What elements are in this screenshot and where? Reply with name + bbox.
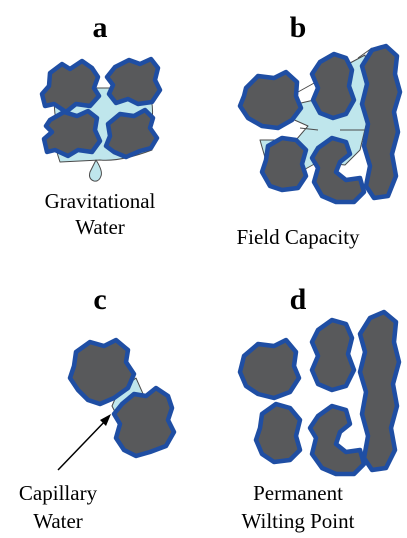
panel-a-grain-bottom-left — [41, 108, 103, 159]
panel-d-letter: d — [290, 283, 307, 316]
panel-d-grain-right-tall — [357, 309, 402, 473]
panel-b-grain-right-tall — [359, 43, 403, 201]
panel-b-grain-bottom-middle — [309, 135, 367, 205]
panel-a-water-droplet — [89, 159, 102, 182]
panel-b-pore-line-2 — [299, 127, 319, 131]
panel-a-grain-top-right — [104, 56, 163, 107]
panel-b-grain-bottom-left — [259, 135, 309, 193]
panel-c-caption-line-2: Water — [33, 509, 83, 533]
panel-b-pore-line-1 — [297, 81, 317, 93]
panel-d-caption-line-1: Permanent — [253, 481, 343, 505]
panel-c-letter: c — [93, 283, 106, 316]
panel-c-grain-lower — [111, 385, 177, 459]
panel-d: d Permanent Wilting Point — [237, 283, 402, 533]
panel-b: b Field Capacity — [236, 11, 403, 249]
panel-a-caption-line-2: Water — [75, 215, 125, 239]
panel-c: c Capillary Water — [19, 283, 177, 533]
panel-a: a Gravitational Water — [39, 11, 163, 239]
panel-a-letter: a — [93, 11, 108, 44]
panel-b-grain-left — [237, 69, 304, 131]
panel-d-caption-line-2: Wilting Point — [242, 509, 355, 533]
panel-b-letter: b — [290, 11, 307, 44]
panel-d-grain-top-middle — [309, 317, 357, 393]
panel-a-grain-top-left — [39, 58, 102, 115]
panel-b-grain-top-middle — [309, 51, 357, 121]
panel-d-grain-left — [237, 337, 302, 401]
panel-d-grain-bottom-middle — [307, 403, 367, 477]
panel-a-grain-bottom-right — [103, 107, 160, 160]
panel-b-caption: Field Capacity — [236, 225, 360, 249]
panel-c-arrow-line — [57, 417, 109, 471]
panel-a-caption-line-1: Gravitational — [45, 189, 156, 213]
panel-c-grain-upper — [67, 337, 137, 407]
panel-d-grain-bottom-left — [253, 401, 303, 465]
panel-c-caption-line-1: Capillary — [19, 481, 98, 505]
panel-c-arrow-head — [100, 414, 111, 426]
